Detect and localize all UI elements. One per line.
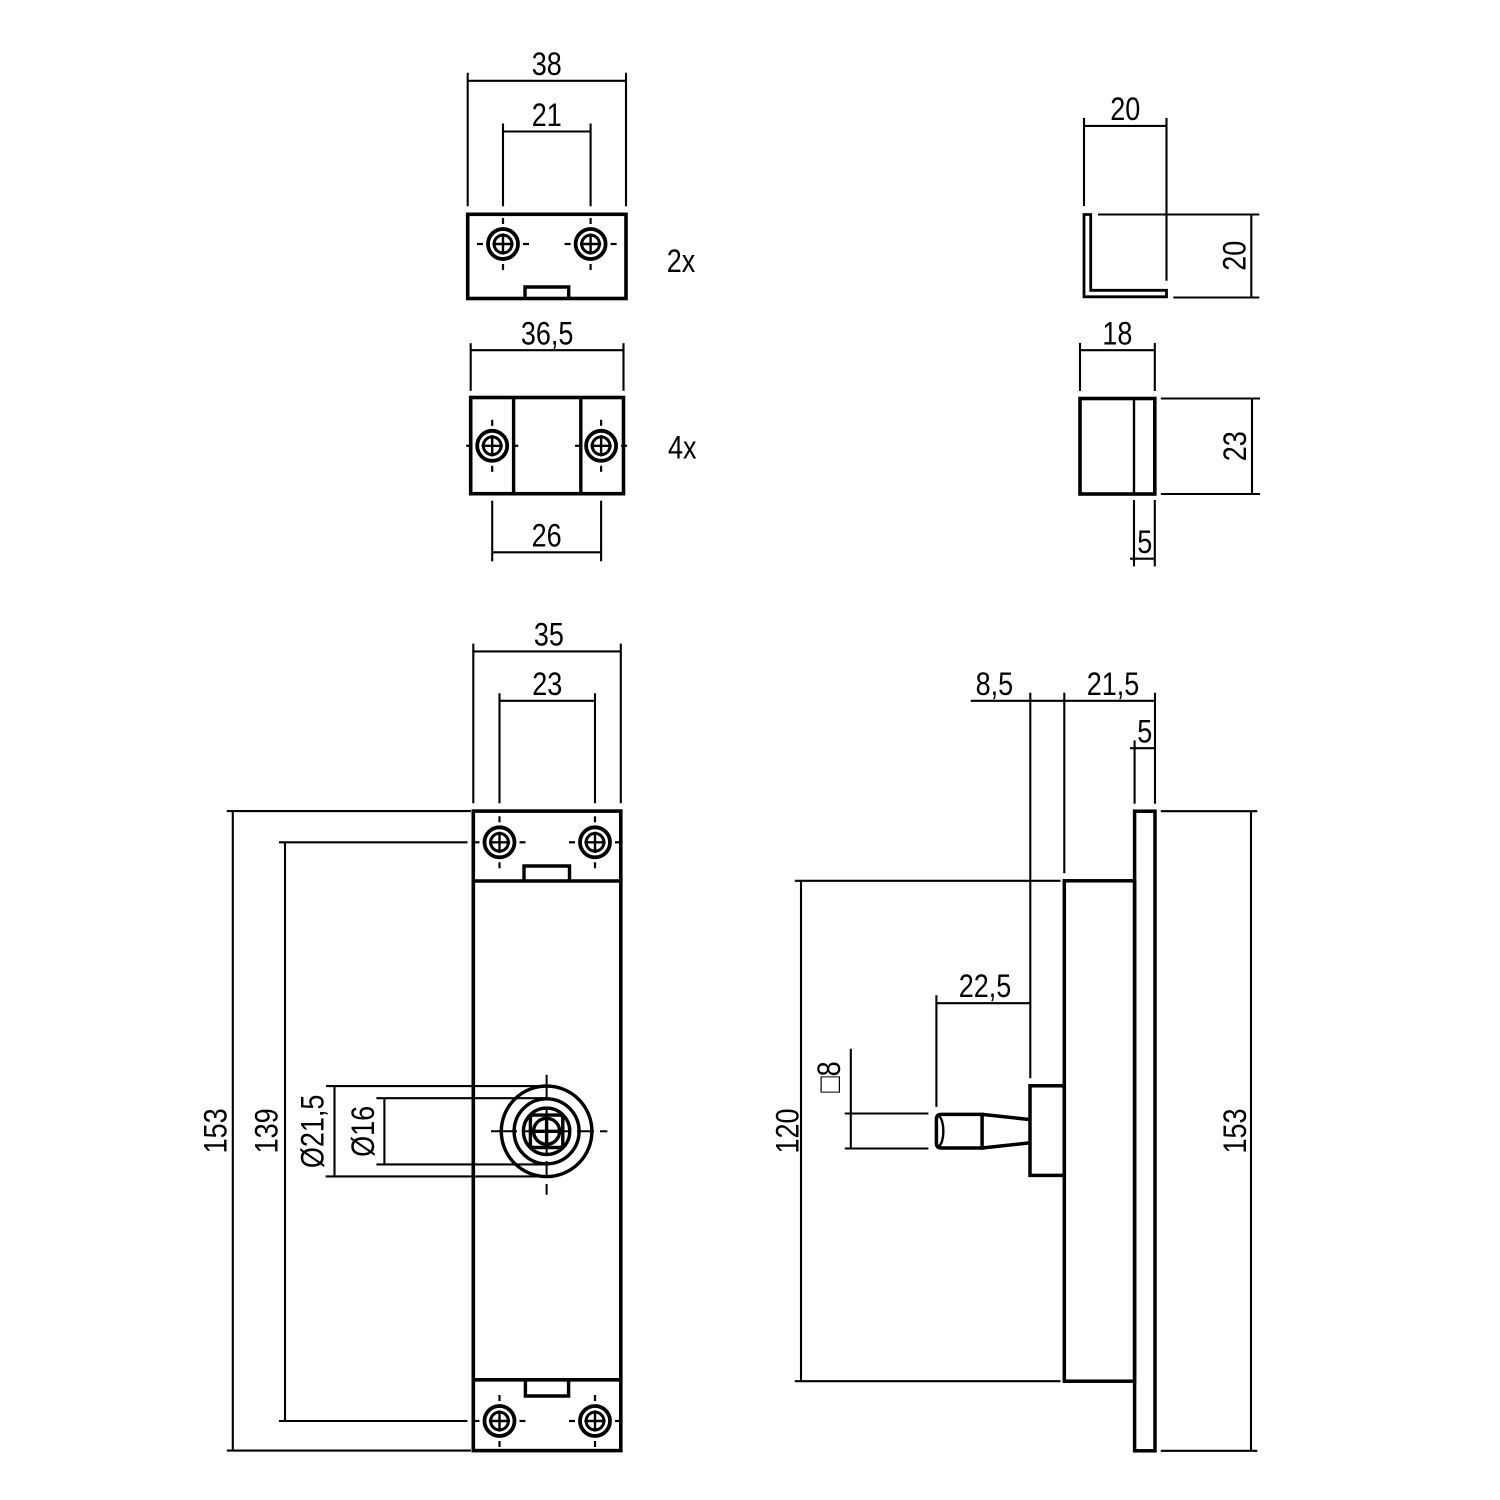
svg-text:153: 153 bbox=[198, 1108, 234, 1153]
svg-text:Ø21,5: Ø21,5 bbox=[295, 1095, 331, 1169]
svg-text:Ø16: Ø16 bbox=[346, 1106, 382, 1157]
svg-text:□8: □8 bbox=[812, 1061, 848, 1092]
svg-text:2x: 2x bbox=[667, 244, 696, 280]
svg-text:120: 120 bbox=[770, 1108, 806, 1153]
svg-text:18: 18 bbox=[1102, 316, 1132, 352]
svg-text:22,5: 22,5 bbox=[959, 969, 1012, 1005]
svg-text:153: 153 bbox=[1218, 1108, 1254, 1153]
svg-text:5: 5 bbox=[1137, 714, 1152, 750]
svg-text:5: 5 bbox=[1137, 525, 1152, 561]
svg-text:23: 23 bbox=[532, 667, 562, 703]
svg-text:20: 20 bbox=[1110, 92, 1140, 128]
svg-text:26: 26 bbox=[532, 518, 562, 554]
svg-text:23: 23 bbox=[1218, 431, 1254, 461]
svg-text:35: 35 bbox=[534, 617, 564, 653]
svg-text:21,5: 21,5 bbox=[1087, 667, 1140, 703]
svg-text:38: 38 bbox=[532, 47, 562, 83]
svg-text:4x: 4x bbox=[668, 430, 697, 466]
svg-text:21: 21 bbox=[532, 98, 562, 134]
svg-text:20: 20 bbox=[1217, 241, 1253, 271]
svg-text:139: 139 bbox=[249, 1108, 285, 1153]
svg-text:36,5: 36,5 bbox=[521, 316, 574, 352]
svg-text:8,5: 8,5 bbox=[976, 667, 1014, 703]
